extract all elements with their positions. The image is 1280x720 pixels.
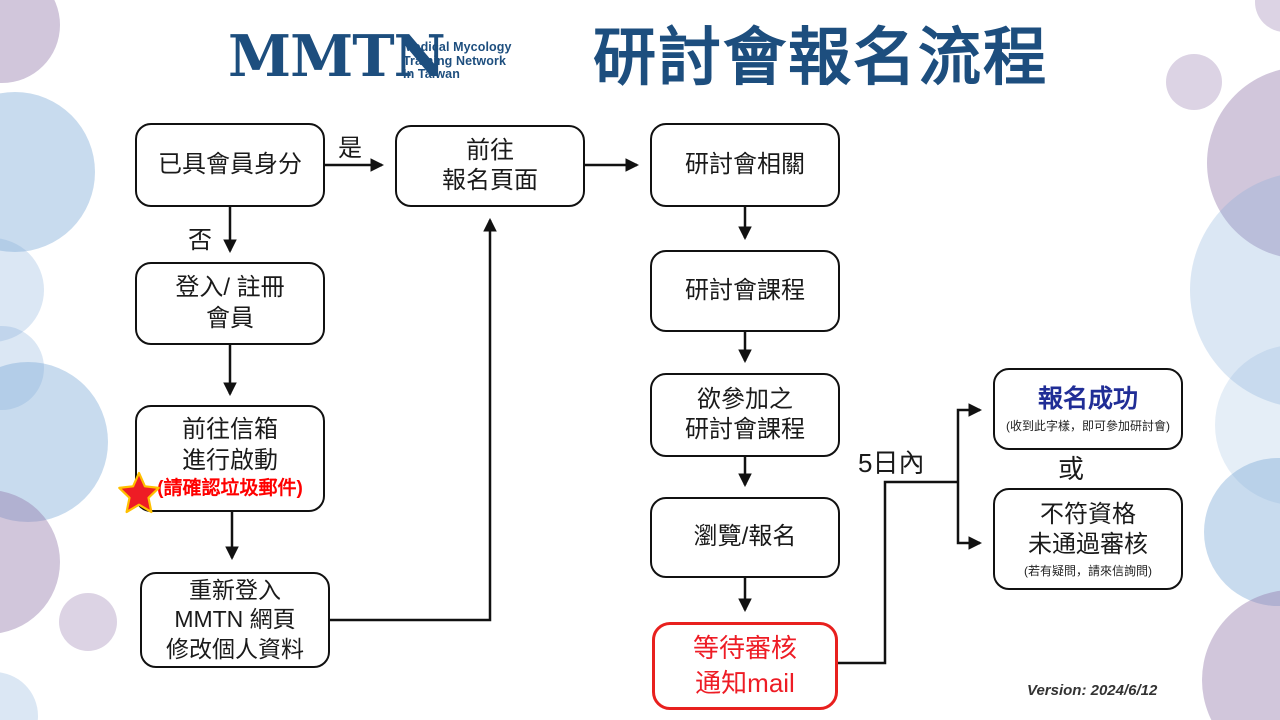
node-label: 修改個人資料 [166,635,304,662]
node-label: MMTN 網頁 [174,606,296,633]
flow-node-login-register: 登入/ 註冊 會員 [135,262,325,345]
connector-branch-to-success [956,403,983,482]
node-note-spam-warning: (請確認垃圾郵件) [157,478,303,500]
logo-subtitle-line: In Taiwan [403,67,460,81]
page-title: 研討會報名流程 [593,23,1048,93]
node-label: 通知mail [695,668,795,698]
node-label: 前往信箱 [182,416,278,444]
edge-label-yes: 是 [338,135,362,162]
flow-node-wait-review: 等待審核 通知mail [652,622,838,710]
node-label: 瀏覽/報名 [693,523,797,551]
flow-node-seminar-related: 研討會相關 [650,123,840,207]
mmtn-logo: MMTN [228,23,446,90]
flow-node-mailbox-activate: 前往信箱 進行啟動 (請確認垃圾郵件) [135,405,325,512]
edge-label-or: 或 [1058,454,1085,484]
flow-node-relogin: 重新登入 MMTN 網頁 修改個人資料 [140,572,330,668]
node-label: 會員 [206,304,254,332]
flow-node-member-check: 已具會員身分 [135,123,325,207]
node-label: 進行啟動 [182,446,278,474]
flow-node-goto-registration: 前往 報名頁面 [395,125,585,207]
flow-node-not-qualified: 不符資格 未通過審核 (若有疑問，請來信詢問) [993,488,1183,590]
node-label: 研討會課程 [685,276,805,304]
connector-relogin-to-registration [330,217,497,622]
highlight-star-icon [118,471,160,514]
node-label-success: 報名成功 [1037,385,1138,414]
node-label: 等待審核 [692,632,797,663]
decor-circle [59,593,117,651]
node-label: 研討會相關 [685,150,805,178]
flow-node-success: 報名成功 (收到此字樣，即可參加研討會) [993,368,1183,450]
node-note-success: (收到此字樣，即可參加研討會) [1006,419,1170,434]
node-label: 重新登入 [189,577,281,604]
connector-branch-to-notqualified [956,482,983,550]
node-note-not-qualified: (若有疑問，請來信詢問) [1024,563,1152,578]
node-label: 報名頁面 [442,167,538,194]
node-label: 研討會課程 [685,416,805,443]
node-label: 登入/ 註冊 [175,274,285,302]
flow-node-browse-register: 瀏覽/報名 [650,497,840,578]
decor-circle [1166,54,1222,110]
mmtn-logo-subtitle: Medical Mycology Training Network In Tai… [403,40,512,82]
node-label: 未通過審核 [1028,531,1148,559]
flow-node-desired-course: 欲參加之 研討會課程 [650,373,840,457]
version-stamp: Version: 2024/6/12 [1027,682,1158,699]
node-label: 不符資格 [1040,500,1136,528]
node-label: 前往 [466,136,514,164]
node-label: 已具會員身分 [158,150,302,178]
flow-node-seminar-course: 研討會課程 [650,250,840,332]
logo-subtitle-line: Medical Mycology [403,40,512,54]
edge-label-no: 否 [188,227,212,254]
edge-label-within-days: 5日內 [858,448,925,478]
logo-subtitle-line: Training Network [403,53,507,68]
connector-wait-to-branch [838,480,958,665]
node-label: 欲參加之 [697,385,793,413]
